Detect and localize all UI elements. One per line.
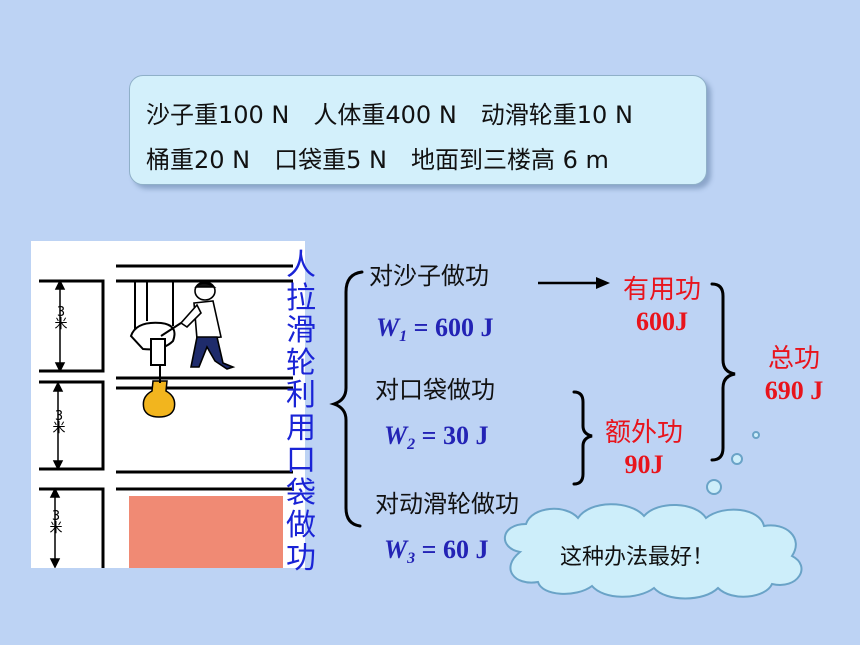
method-title-char: 袋 (286, 475, 316, 511)
equation-symbol: W (384, 535, 408, 564)
dimension-label-2: 3米 (52, 409, 66, 436)
equation-w1: W1 = 600 J (376, 313, 493, 346)
building-drawing (39, 264, 293, 569)
sand-pile (129, 496, 283, 568)
method-title-char: 口 (286, 443, 316, 478)
equation-subscript: 2 (407, 436, 416, 453)
thought-cloud (503, 431, 803, 600)
equation-value: = 60 J (421, 535, 489, 564)
givens-box: 沙子重100 N 人体重400 N 动滑轮重10 N 桶重20 N 口袋重5 N… (129, 75, 707, 185)
main-left-brace (329, 270, 364, 528)
equation-value: = 30 J (421, 421, 489, 450)
useful-work-value: 600J (636, 307, 688, 336)
equation-w3: W3 = 60 J (384, 535, 488, 568)
method-title-char: 利 (286, 378, 316, 413)
total-work-brace (710, 282, 736, 462)
method-title-char: 做 (286, 508, 316, 543)
work-label-pulley: 对动滑轮做功 (375, 490, 519, 518)
method-title-char: 轮 (286, 345, 316, 381)
useful-work-label: 有用功 (622, 275, 701, 305)
method-title: 人 拉 滑 轮 利 用 口 袋 做 功 (285, 248, 317, 576)
dimension-label-3: 3米 (49, 509, 63, 536)
equation-symbol: W (384, 421, 408, 450)
method-title-char: 拉 (286, 280, 316, 316)
method-title-char: 人 (286, 248, 316, 283)
work-label-sand: 对沙子做功 (369, 262, 489, 290)
equation-w2: W2 = 30 J (384, 421, 488, 454)
givens-line-1: 沙子重100 N 人体重400 N 动滑轮重10 N (146, 101, 633, 129)
extra-work-value: 90J (624, 450, 664, 479)
total-work-label: 总功 (767, 344, 820, 374)
givens-line-2: 桶重20 N 口袋重5 N 地面到三楼高 6 m (146, 146, 609, 174)
dimension-label-1: 3米 (54, 305, 68, 332)
arrow-icon (596, 277, 610, 289)
total-work-value: 690 J (764, 376, 824, 405)
method-title-char: 功 (286, 540, 316, 576)
extra-work-label: 额外功 (604, 418, 683, 448)
equation-symbol: W (376, 313, 400, 342)
method-title-char: 滑 (286, 313, 316, 348)
equation-subscript: 1 (399, 328, 408, 345)
extra-work-brace (572, 390, 593, 486)
work-label-bag: 对口袋做功 (375, 376, 495, 404)
cloud-comment: 这种办法最好！ (560, 545, 715, 570)
equation-value: = 600 J (413, 313, 494, 342)
building-illustration: 3米 3米 3米 (31, 241, 305, 569)
method-title-char: 用 (286, 410, 316, 446)
equation-subscript: 3 (407, 550, 416, 567)
